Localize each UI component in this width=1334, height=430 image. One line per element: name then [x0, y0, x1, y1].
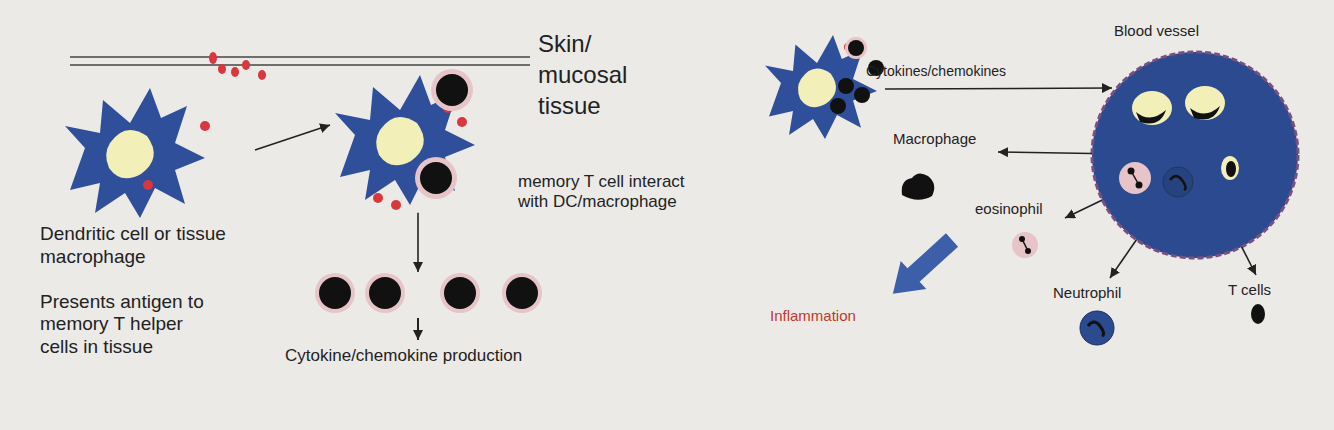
production-arrow: [417, 318, 419, 340]
dendritic-cell-with-t-cells: [335, 69, 475, 210]
arrow-connector: [1065, 200, 1102, 218]
cell-node: Cytokine/chemokine production: [280, 272, 580, 366]
cell-node: Neutrophil: [1053, 278, 1148, 350]
macrophage-cell: [902, 173, 935, 199]
t-cell-row: [315, 273, 542, 313]
cell-node: Macrophage: [893, 130, 998, 208]
eosinophil-cell: [1012, 232, 1038, 258]
dendritic-cell: [65, 88, 210, 218]
cell-node: memory T cell interact with DC/macrophag…: [330, 72, 710, 213]
cell-description: Presents antigen to memory T helper cell…: [40, 291, 218, 359]
arrow-connector: [255, 125, 330, 150]
skin-surface: [70, 57, 530, 65]
cell-label: eosinophil: [975, 200, 1065, 218]
antigen-dots: [209, 52, 266, 80]
activated-dendritic-cell: [765, 35, 884, 139]
cell-node: Dendritic cell or tissue macrophagePrese…: [40, 88, 255, 359]
cell-node: eosinophil: [975, 200, 1065, 268]
cytokine-arrow: [885, 88, 1112, 89]
cell-label: T cells: [1228, 281, 1290, 299]
inflammation-arrow: [880, 226, 965, 308]
blood-vessel: [1092, 52, 1298, 258]
cell-label: Dendritic cell or tissue macrophage: [40, 223, 240, 269]
arrow-connector: [1242, 247, 1256, 275]
arrow-label: Cytokines/chemokines: [866, 62, 1086, 80]
neutrophil-cell: [1080, 311, 1114, 345]
arrow-connector: [417, 213, 419, 272]
arrow-connector: [1110, 240, 1136, 278]
tissue-label: Skin/ mucosal tissue: [538, 28, 668, 122]
cell-label: Cytokine/chemokine production: [285, 346, 580, 366]
outcome-label: Inflammation: [770, 306, 890, 326]
vessel-node: Blood vessel: [1092, 52, 1298, 258]
arrow-connector: [998, 152, 1092, 153]
cell-label: memory T cell interact with DC/macrophag…: [518, 172, 690, 213]
cell-label: Neutrophil: [1053, 284, 1148, 302]
t-cell: [1251, 304, 1265, 324]
cell-label: Blood vessel: [1114, 22, 1199, 40]
cell-node: T cells: [1228, 275, 1290, 334]
cell-label: Macrophage: [893, 130, 998, 148]
